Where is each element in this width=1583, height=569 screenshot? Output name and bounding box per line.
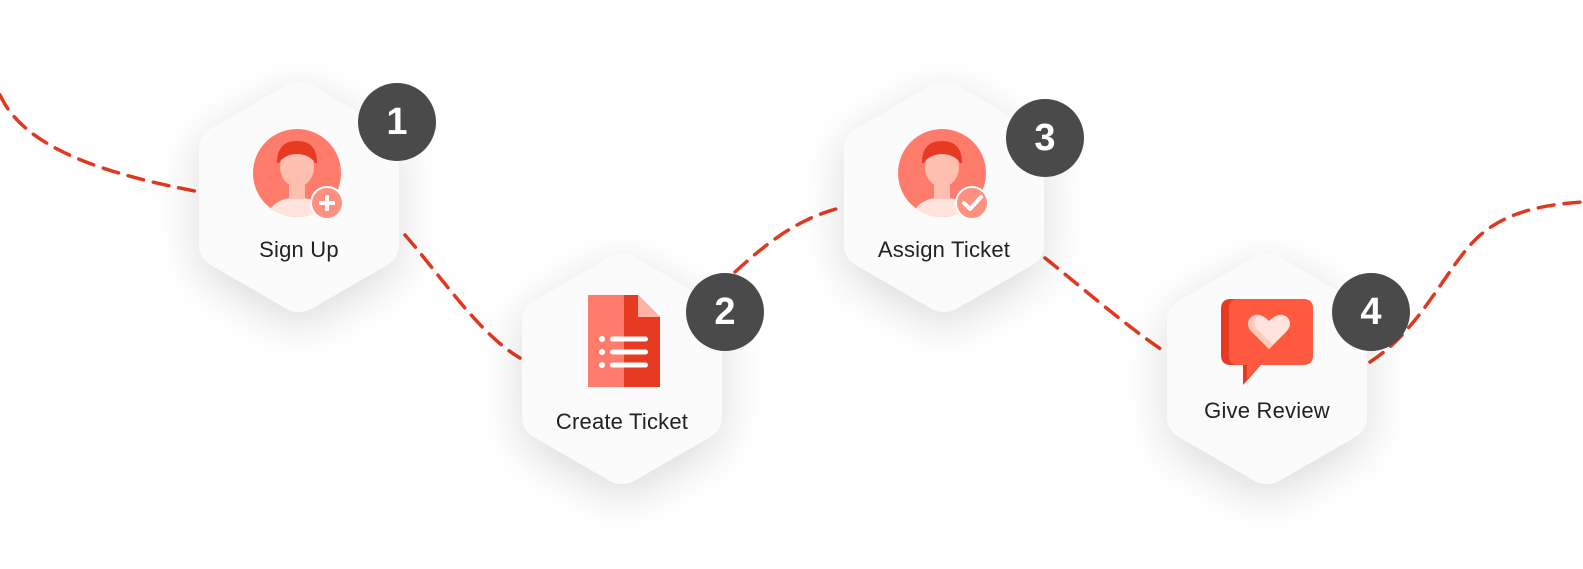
step-label: Sign Up bbox=[259, 237, 339, 262]
document-list-icon bbox=[588, 295, 660, 387]
step-number-badge: 4 bbox=[1332, 273, 1410, 351]
heart-chat-icon bbox=[1221, 299, 1313, 385]
step-label: Give Review bbox=[1204, 398, 1330, 423]
step-4: Give Review bbox=[1161, 251, 1373, 487]
hexagon-shape bbox=[1167, 254, 1367, 484]
step-number-badge: 2 bbox=[686, 273, 764, 351]
step-1: Sign Up bbox=[193, 79, 405, 315]
user-check-icon bbox=[898, 129, 989, 220]
step-number-badge: 3 bbox=[1006, 99, 1084, 177]
user-add-icon bbox=[253, 129, 344, 220]
step-label: Assign Ticket bbox=[877, 237, 1011, 262]
step-3: Assign Ticket bbox=[838, 79, 1050, 315]
step-number-badge: 1 bbox=[358, 83, 436, 161]
step-label: Create Ticket bbox=[555, 409, 689, 434]
step-2: Create Ticket bbox=[516, 251, 728, 487]
